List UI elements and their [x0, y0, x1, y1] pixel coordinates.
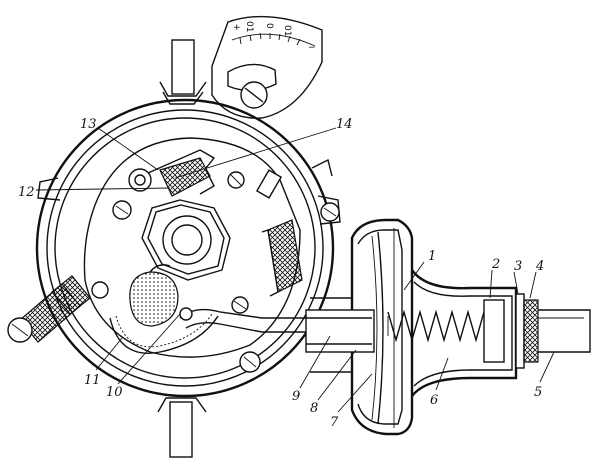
low-tension-terminal — [7, 275, 109, 343]
breaker-lever — [128, 149, 283, 199]
octane-tick-right: 01 — [282, 25, 292, 36]
callout-2: 2 — [491, 257, 500, 272]
cap-clip-bottom — [157, 397, 207, 458]
callout-12: 12 — [18, 185, 35, 200]
cap-clip-top — [159, 39, 207, 105]
octane-scale-ticks — [239, 32, 301, 46]
low-tension-wire — [109, 313, 219, 354]
octane-minus: − — [308, 43, 316, 53]
callout-labels: 1 2 3 4 5 6 7 8 9 10 11 12 13 14 — [18, 117, 544, 430]
callout-4: 4 — [535, 259, 544, 274]
vacuum-rod — [179, 307, 330, 333]
callout-9: 9 — [292, 389, 300, 404]
capacitor — [261, 219, 303, 297]
octane-tick-mid: 0 — [264, 23, 274, 29]
callout-5: 5 — [534, 385, 542, 400]
octane-plus: + — [233, 23, 241, 33]
vacuum-regulator — [305, 218, 591, 436]
callout-14: 14 — [336, 117, 353, 132]
cam — [141, 199, 231, 281]
octane-tick-left: 01 — [244, 21, 254, 32]
callout-3: 3 — [514, 259, 522, 274]
breaker-plate — [83, 137, 301, 373]
distributor-housing — [35, 98, 341, 398]
callout-13: 13 — [80, 117, 97, 132]
callout-6: 6 — [430, 393, 438, 408]
callout-7: 7 — [330, 415, 339, 430]
diaphragm-spring — [387, 309, 485, 343]
lubricator-wick — [129, 264, 179, 327]
octane-corrector: + 01 0 01 − — [211, 15, 323, 119]
leader-lines — [35, 127, 555, 413]
callout-11: 11 — [84, 373, 101, 388]
callout-10: 10 — [106, 385, 123, 400]
callout-8: 8 — [310, 401, 318, 416]
callout-1: 1 — [428, 249, 436, 264]
